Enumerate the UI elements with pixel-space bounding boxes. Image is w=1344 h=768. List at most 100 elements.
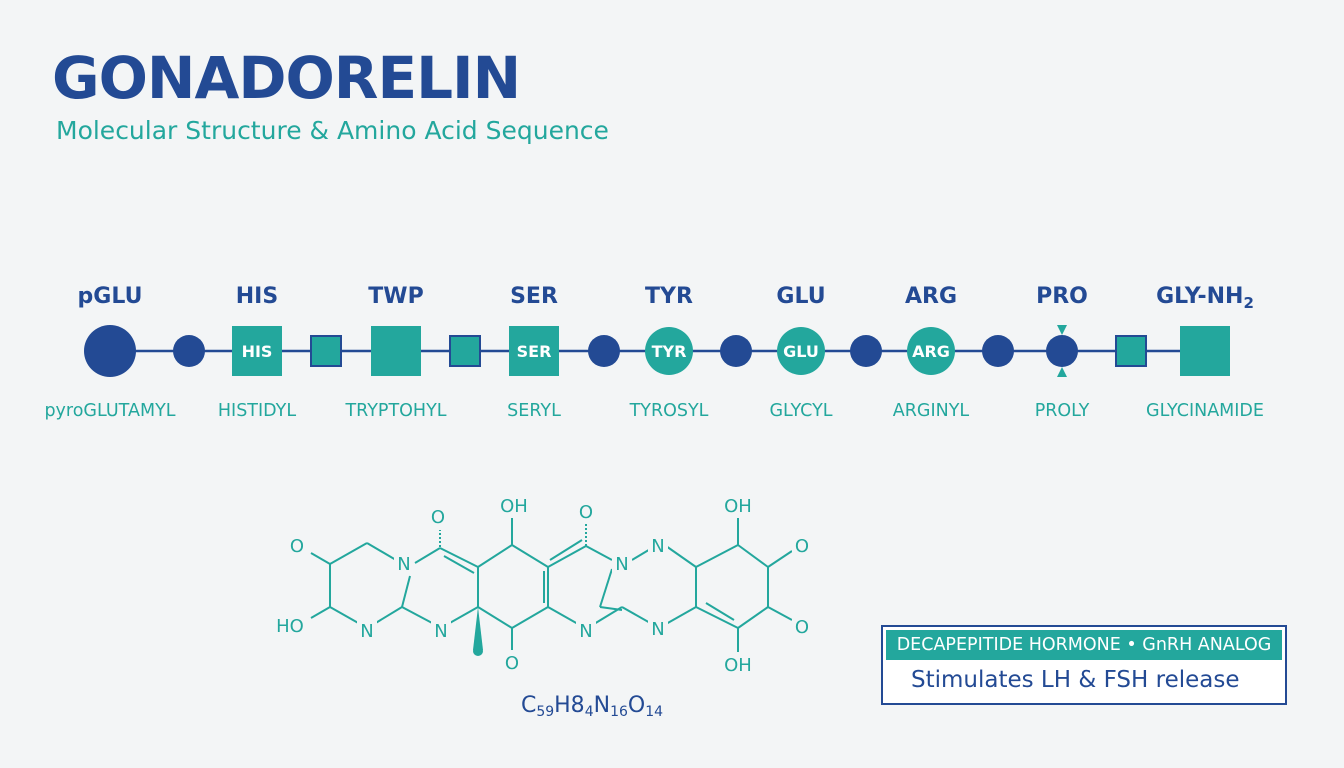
atom-bg	[721, 653, 755, 675]
bond	[547, 606, 579, 625]
atom-label: HO	[276, 616, 304, 637]
marker-top	[1057, 325, 1067, 335]
residue-tyr-node	[645, 327, 693, 375]
residue-ser-node-label: SER	[517, 342, 552, 361]
info-box: DECAPEPITIDE HORMONE • GnRH ANALOG Stimu…	[881, 625, 1287, 705]
atom-bg	[357, 619, 377, 641]
bond	[329, 542, 368, 565]
bond	[477, 606, 513, 629]
info-box-header: DECAPEPITIDE HORMONE • GnRH ANALOG	[886, 630, 1282, 660]
atom-bg	[721, 494, 755, 516]
residue-twp-node	[371, 326, 421, 376]
bond	[621, 606, 653, 625]
atom-bg	[287, 534, 307, 556]
linker-node	[720, 335, 752, 367]
atom-bg	[648, 534, 668, 556]
residue-pro-name: PROLY	[1035, 401, 1090, 421]
atom-bg	[648, 617, 668, 639]
residue-tyr-abbr: TYR	[645, 284, 693, 309]
linker-node	[173, 335, 205, 367]
atom-label: O	[795, 617, 809, 638]
residue-ser-node	[509, 326, 559, 376]
atom-label: N	[397, 554, 410, 575]
bond	[695, 606, 739, 629]
atom-bg	[612, 552, 632, 574]
residue-pglu-abbr: pGLU	[78, 284, 143, 309]
atom-bg	[428, 505, 448, 527]
residue-tyr-name: TYROSYL	[629, 401, 709, 421]
bond	[414, 547, 441, 564]
residue-ser-abbr: SER	[510, 284, 558, 309]
residue-arg-abbr: ARG	[905, 284, 957, 309]
atom-label: N	[434, 621, 447, 642]
residue-his-name: HISTIDYL	[218, 401, 296, 421]
marker-bottom	[1057, 367, 1067, 377]
bond	[695, 544, 739, 568]
residue-his-abbr: HIS	[236, 284, 278, 309]
residue-pglu-node	[84, 325, 136, 377]
atom-label: O	[431, 507, 445, 528]
atom-label: O	[290, 536, 304, 557]
amino-acid-chain: pGLUpyroGLUTAMYLHISHISHISTIDYLTWPTRYPTOH…	[44, 284, 1264, 421]
atom-bg	[502, 651, 522, 673]
wedge-bond-end	[473, 646, 483, 656]
bond	[665, 545, 697, 568]
residue-glu-name: GLYCYL	[769, 401, 832, 421]
residue-gly-nh2-node	[1180, 326, 1230, 376]
bond	[373, 606, 403, 625]
residue-ser-name: SERYL	[507, 401, 561, 421]
atom-label: O	[795, 536, 809, 557]
atom-label: N	[579, 621, 592, 642]
bond	[447, 606, 479, 625]
bond	[547, 545, 587, 568]
residue-pglu-name: pyroGLUTAMYL	[44, 401, 175, 421]
bond	[599, 568, 613, 608]
residue-twp-name: TRYPTOHYL	[344, 401, 446, 421]
atom-bg	[431, 619, 451, 641]
page-subtitle: Molecular Structure & Amino Acid Sequenc…	[56, 116, 609, 145]
residue-tyr-node-label: TYR	[652, 342, 687, 361]
atom-label: N	[615, 554, 628, 575]
atom-bg	[273, 614, 307, 636]
linker-node	[310, 335, 342, 367]
residue-gly-nh2-name: GLYCINAMIDE	[1146, 401, 1264, 421]
linker-node	[449, 335, 481, 367]
formula-text: C59H84N16O14	[521, 693, 663, 720]
residue-twp-abbr: TWP	[368, 284, 423, 309]
double-bond	[705, 602, 735, 621]
bond	[665, 606, 697, 625]
linker-node	[1115, 335, 1147, 367]
bond	[310, 552, 331, 565]
residue-arg-name: ARGINYL	[893, 401, 970, 421]
atom-label: O	[579, 502, 593, 523]
bond	[511, 606, 549, 629]
bond	[585, 545, 613, 561]
bond	[767, 550, 793, 568]
info-box-body: Stimulates LH & FSH release	[911, 667, 1240, 693]
double-bond	[443, 555, 475, 574]
bond	[401, 606, 435, 625]
residue-glu-node	[777, 327, 825, 375]
wedge-bond	[473, 607, 483, 650]
atom-bg	[792, 534, 812, 556]
atom-label: OH	[724, 655, 752, 676]
residue-pro-abbr: PRO	[1036, 284, 1088, 309]
atom-bg	[576, 619, 596, 641]
linker-node	[982, 335, 1014, 367]
atom-label: OH	[500, 496, 528, 517]
linker-node	[588, 335, 620, 367]
atom-bg	[576, 500, 596, 522]
bond	[366, 542, 397, 561]
bond	[593, 606, 623, 625]
bond	[439, 547, 479, 568]
linker-node	[850, 335, 882, 367]
bond	[737, 606, 769, 629]
bond	[737, 544, 769, 568]
atom-label: N	[651, 619, 664, 640]
residue-arg-node-label: ARG	[912, 342, 950, 361]
atom-label: O	[505, 653, 519, 674]
bond	[511, 544, 549, 568]
page-title: GONADORELIN	[52, 44, 521, 112]
